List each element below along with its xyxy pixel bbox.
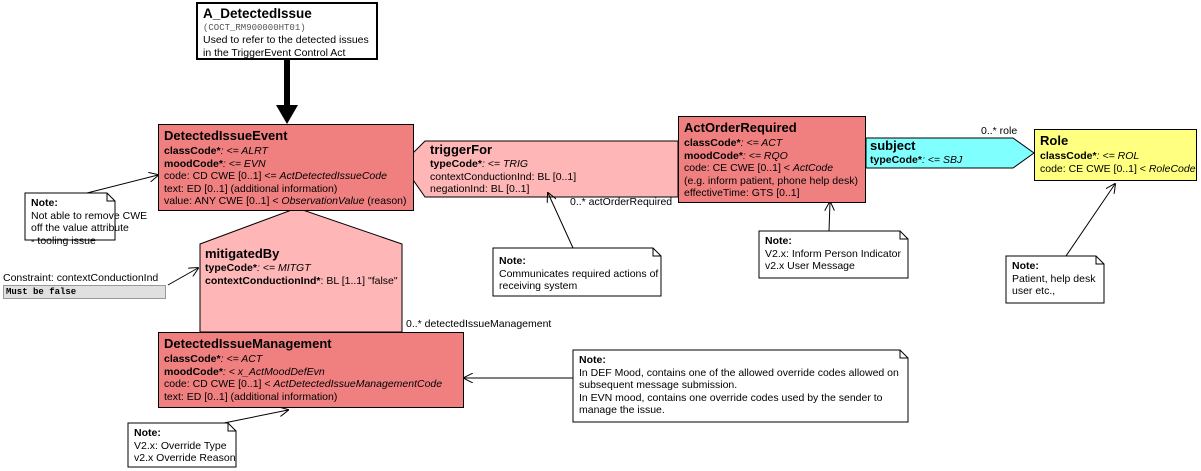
entry-point-title: A_DetectedIssue xyxy=(203,6,312,21)
dim-code-vocab: ActDetectedIssueManagementCode xyxy=(273,378,443,390)
dim-text-attr: text: ED [0..1] (additional information) xyxy=(164,390,338,403)
dim-code-attr: code: CD CWE [0..1] < xyxy=(164,378,274,390)
subject-shape[interactable] xyxy=(865,137,1035,169)
text-attr: text: ED [0..1] (additional information) xyxy=(164,182,338,195)
note-line: user etc., xyxy=(1012,285,1056,297)
note-title: Note: xyxy=(1012,260,1039,272)
note-line: V2.x: Inform Person Indicator xyxy=(765,247,901,260)
aor-effective-time: effectiveTime: GTS [0..1] xyxy=(684,187,800,199)
value-attr: value: ANY CWE [0..1] < xyxy=(164,195,282,207)
note-line: off the value attribute xyxy=(31,222,129,234)
role-code-vocab: RoleCode xyxy=(1148,162,1196,175)
note-line: v2.x User Message xyxy=(765,260,855,272)
note-def-mood: Note: In DEF Mood, contains one of the a… xyxy=(574,351,906,420)
aor-mood-code-value: : <= RQO xyxy=(742,149,788,162)
mitigated-type-code-value: : <= MITGT xyxy=(256,262,311,274)
mitigated-cc-ind-label: contextConductionInd* xyxy=(205,274,321,287)
act-order-required-class[interactable]: ActOrderRequired classCode*: <= ACT mood… xyxy=(678,116,866,203)
mitigated-cc-ind-value: : BL [1..1] "false" xyxy=(320,274,398,287)
note-line: manage the issue. xyxy=(579,404,665,416)
note-line: - tooling issue xyxy=(31,234,96,247)
note-title: Note: xyxy=(499,255,526,267)
constraint-header: Constraint: contextConductionInd xyxy=(3,272,159,284)
note-title: Note: xyxy=(134,427,161,439)
trigger-type-code-value: : <= TRIG xyxy=(481,158,529,170)
dim-mood-code-label: moodCode* xyxy=(164,365,223,378)
subject-type-code-label: typeCode* xyxy=(870,154,922,166)
subject-title: subject xyxy=(870,138,916,153)
note-patient: Note: Patient, help desk user etc., xyxy=(1007,257,1103,301)
note-line: In EVN mood, contains one override codes… xyxy=(579,391,883,404)
class-code-label: classCode* xyxy=(164,145,221,157)
entry-point-desc-2: in the TriggerEvent Control Act xyxy=(203,46,346,59)
trigger-for-title: triggerFor xyxy=(430,142,493,157)
trigger-negation-ind: negationInd: BL [0..1] xyxy=(430,183,530,195)
note-line: Communicates required actions of xyxy=(499,267,659,280)
note-title: Note: xyxy=(765,235,792,247)
subject-text: subject typeCode*: <= SBJ xyxy=(870,138,962,167)
note-line: subsequent message submission. xyxy=(579,379,738,391)
value-vocab: ObservationValue xyxy=(281,195,365,207)
code-vocab: ActDetectedIssueCode xyxy=(279,170,387,182)
role-class-code-label: classCode* xyxy=(1040,150,1097,162)
constraint-body: Must be false xyxy=(3,285,166,299)
note-override: Note: V2.x: Override Type v2.x Override … xyxy=(129,424,236,468)
subject-type-code-value: : <= SBJ xyxy=(921,154,963,166)
role-title: Role xyxy=(1040,133,1069,148)
mood-code-label: moodCode* xyxy=(164,157,223,170)
dim-class-code-value: : <= ACT xyxy=(220,353,263,365)
trigger-for-text: triggerFor typeCode*: <= TRIG contextCon… xyxy=(430,142,576,196)
entry-arrow xyxy=(276,60,298,124)
aor-code-vocab: ActCode xyxy=(792,162,834,174)
note-title: Note: xyxy=(579,354,606,366)
dim-mood-code-value: : < x_ActMoodDefEvn xyxy=(222,365,325,378)
value-reason: (reason) xyxy=(364,195,407,207)
trigger-type-code-label: typeCode* xyxy=(430,158,482,170)
note-cwe: Note: Not able to remove CWE off the val… xyxy=(26,194,148,250)
note-communicates: Note: Communicates required actions of r… xyxy=(494,252,660,296)
detected-issue-management-title: DetectedIssueManagement xyxy=(164,336,332,351)
constraint-box: Constraint: contextConductionInd Must be… xyxy=(3,272,166,299)
act-order-required-cardinality: 0..* actOrderRequired xyxy=(570,196,673,208)
note-inform-person: Note: V2.x: Inform Person Indicator v2.x… xyxy=(760,232,906,276)
entry-point-desc-1: Used to refer to the detected issues xyxy=(203,34,369,46)
note-outlines xyxy=(24,192,1105,468)
note-line: V2.x: Override Type xyxy=(134,439,227,452)
mitigated-by-title: mitigatedBy xyxy=(205,246,280,261)
mitigated-type-code-label: typeCode* xyxy=(205,262,257,274)
note-title: Note: xyxy=(31,197,58,209)
note-line: In DEF Mood, contains one of the allowed… xyxy=(579,366,899,379)
entry-point-code: (COCT_RM900000HT01) xyxy=(203,23,306,33)
note-line: receiving system xyxy=(499,280,578,292)
detected-issue-event-title: DetectedIssueEvent xyxy=(164,128,288,143)
aor-class-code-value: : <= ACT xyxy=(740,137,783,149)
detected-issue-event-class[interactable]: DetectedIssueEvent classCode*: <= ALRT m… xyxy=(158,124,414,211)
mitigated-by-text: mitigatedBy typeCode*: <= MITGT contextC… xyxy=(205,246,398,287)
role-code-attr: code: CE CWE [0..1] < xyxy=(1040,162,1149,175)
code-attr: code: CD CWE [0..1] <= xyxy=(164,170,280,182)
aor-code-example: (e.g. inform patient, phone help desk) xyxy=(684,174,858,187)
aor-code-attr: code: CE CWE [0..1] < xyxy=(684,162,793,174)
role-class[interactable]: Role classCode*: <= ROL code: CE CWE [0.… xyxy=(1034,129,1197,181)
entry-point-box[interactable]: A_DetectedIssue (COCT_RM900000HT01) Used… xyxy=(196,2,378,60)
aor-mood-code-label: moodCode* xyxy=(684,149,743,162)
detected-issue-management-class[interactable]: DetectedIssueManagement classCode*: <= A… xyxy=(158,332,464,408)
note-line: v2.x Override Reason xyxy=(134,452,236,464)
note-line: Not able to remove CWE xyxy=(31,209,148,222)
note-line: Patient, help desk xyxy=(1012,272,1096,285)
trigger-context-conduction: contextConductionInd: BL [0..1] xyxy=(430,170,577,183)
aor-class-code-label: classCode* xyxy=(684,137,741,149)
mitigated-by-shape[interactable] xyxy=(199,207,403,333)
role-class-code-value: : <= ROL xyxy=(1096,150,1140,162)
act-order-required-title: ActOrderRequired xyxy=(684,120,797,135)
mood-code-value: : <= EVN xyxy=(222,157,266,170)
role-cardinality: 0..* role xyxy=(981,125,1018,137)
note-connectors xyxy=(86,175,1115,424)
class-code-value: : <= ALRT xyxy=(220,145,268,157)
dim-class-code-label: classCode* xyxy=(164,353,221,365)
detected-issue-management-cardinality: 0..* detectedIssueManagement xyxy=(406,318,552,330)
